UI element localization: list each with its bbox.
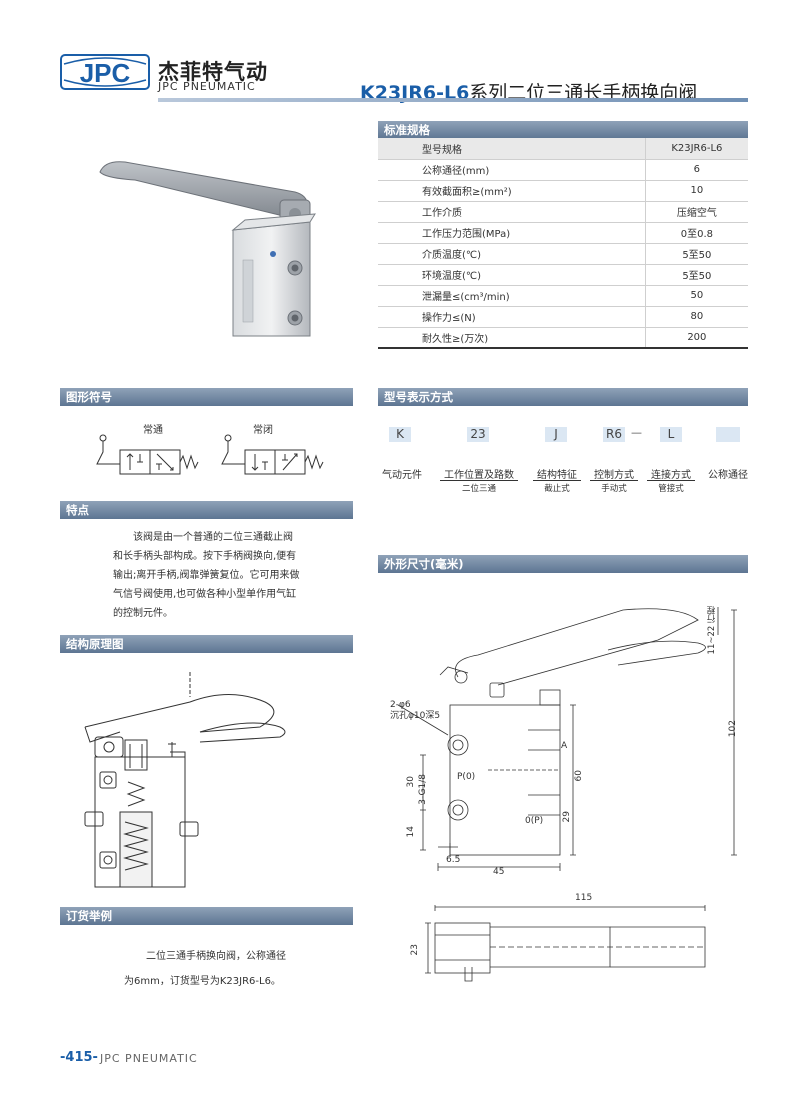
table-row: 工作压力范围(MPa)0至0.8 (378, 222, 748, 244)
section-model-code-header: 型号表示方式 (378, 388, 748, 406)
symbol-label-normally-open: 常通 (143, 425, 163, 436)
spec-value: 5至50 (644, 243, 748, 265)
code-23: 23 (467, 427, 489, 442)
table-row: 泄漏量≤(cm³/min)50 (378, 285, 748, 307)
order-text: 二位三通手柄换向阀，公称通径 为6mm，订货型号为K23JR6-L6。 (124, 944, 354, 994)
code-label-control: 控制方式 (594, 470, 634, 481)
dim-60: 60 (574, 770, 584, 782)
features-line: 的控制元件。 (113, 608, 173, 619)
spec-label: 耐久性≥(万次) (378, 327, 646, 349)
spec-table: 型号规格 K23JR6-L6 公称通径(mm)6 有效截面积≥(mm²)10 工… (378, 138, 748, 349)
code-label-structure: 结构特征 (537, 470, 577, 481)
footer-brand: JPC PNEUMATIC (100, 1052, 198, 1065)
features-line: 输出;离开手柄,阀靠弹簧复位。它可用来做 (113, 570, 300, 581)
spec-value: 50 (644, 285, 748, 307)
hole-spec: 2-φ6 沉孔φ10深5 (390, 700, 440, 722)
code-l: L (660, 427, 682, 442)
port-o-label: 0(P) (525, 816, 544, 826)
code-sub-control: 手动式 (590, 480, 638, 494)
page-number: -415- (60, 1050, 98, 1065)
spec-value: 0至0.8 (644, 222, 748, 244)
section-features-header: 特点 (60, 501, 353, 519)
table-header-cell: K23JR6-L6 (644, 138, 748, 160)
spec-label: 操作力≤(N) (378, 306, 646, 328)
code-label-position: 工作位置及路数 (444, 470, 514, 481)
spec-label: 工作介质 (378, 201, 646, 223)
code-k: K (389, 427, 411, 442)
spec-label: 介质温度(℃) (378, 243, 646, 265)
dim-14: 14 (406, 826, 416, 838)
dim-6-5: 6.5 (446, 855, 461, 865)
product-photo (95, 150, 330, 340)
dimension-drawing-top (420, 905, 720, 985)
brand-name-en: JPC PNEUMATIC (158, 80, 256, 93)
table-header-row: 型号规格 K23JR6-L6 (378, 138, 748, 160)
spec-value: 10 (644, 180, 748, 202)
port-p-label: P(0) (457, 772, 476, 782)
code-label-bore: 公称通径 (708, 470, 748, 481)
code-label-pneumatic: 气动元件 (382, 470, 422, 481)
order-line: 二位三通手柄换向阀，公称通径 (146, 951, 286, 962)
features-line: 该阀是由一个普通的二位三通截止阀 (133, 532, 293, 543)
dim-travel: 11~22 行程 (706, 606, 718, 654)
dim-115: 115 (575, 893, 593, 903)
code-sub-structure: 截止式 (533, 480, 581, 494)
code-bore (716, 427, 740, 442)
dim-travel-label: 行程 (707, 606, 717, 623)
code-dash: — (631, 426, 642, 439)
dim-30: 30 (406, 776, 416, 788)
spec-value: 压缩空气 (644, 201, 748, 223)
spec-value: 200 (644, 327, 748, 349)
dim-29: 29 (562, 811, 572, 823)
spec-label: 环境温度(℃) (378, 264, 646, 286)
port-a-label: A (561, 741, 568, 751)
table-header-cell: 型号规格 (378, 138, 646, 160)
code-r6: R6 (603, 427, 625, 442)
hole-spec-1: 2-φ6 (390, 700, 411, 710)
table-row: 工作介质压缩空气 (378, 201, 748, 223)
section-structure-header: 结构原理图 (60, 635, 353, 653)
logo-text: JPC (80, 58, 131, 88)
symbol-label-normally-closed: 常闭 (253, 425, 273, 436)
code-sub-connection: 管接式 (647, 480, 695, 494)
thread-label: 3-G1/8 (418, 774, 428, 805)
section-dimensions-header: 外形尺寸(毫米) (378, 555, 748, 573)
spec-label: 工作压力范围(MPa) (378, 222, 646, 244)
spec-value: 5至50 (644, 264, 748, 286)
features-line: 气信号阀使用,也可做各种小型单作用气缸 (113, 589, 297, 600)
order-line: 为6mm，订货型号为K23JR6-L6。 (124, 976, 281, 987)
valve-symbol-diagram (95, 432, 345, 482)
code-sub-position: 二位三通 (440, 480, 518, 494)
table-row: 耐久性≥(万次)200 (378, 327, 748, 349)
dim-travel-value: 11~22 (707, 625, 717, 655)
spec-value: 6 (644, 159, 748, 181)
table-row: 有效截面积≥(mm²)10 (378, 180, 748, 202)
brand-name-cn: 杰菲特气动 (158, 60, 268, 84)
table-row: 公称通径(mm)6 (378, 159, 748, 181)
section-spec-header: 标准规格 (378, 121, 748, 139)
code-label-connection: 连接方式 (651, 470, 691, 481)
spec-label: 有效截面积≥(mm²) (378, 180, 646, 202)
table-row: 操作力≤(N)80 (378, 306, 748, 328)
dimension-drawing-front (378, 595, 748, 895)
dim-23: 23 (410, 944, 420, 956)
section-symbol-header: 图形符号 (60, 388, 353, 406)
features-line: 和长手柄头部构成。按下手柄阀换向,便有 (113, 551, 297, 562)
dim-102: 102 (728, 720, 738, 738)
jpc-logo: JPC (60, 54, 150, 90)
section-order-header: 订货举例 (60, 907, 353, 925)
hole-spec-2: 沉孔φ10深5 (390, 711, 441, 721)
spec-label: 泄漏量≤(cm³/min) (378, 285, 646, 307)
header-rule (158, 98, 748, 102)
structure-diagram (80, 672, 330, 897)
features-text: 该阀是由一个普通的二位三通截止阀 和长手柄头部构成。按下手柄阀换向,便有 输出;… (113, 528, 343, 623)
code-j: J (545, 427, 567, 442)
spec-label: 公称通径(mm) (378, 159, 646, 181)
dim-45: 45 (493, 867, 505, 877)
spec-value: 80 (644, 306, 748, 328)
table-row: 介质温度(℃)5至50 (378, 243, 748, 265)
table-row: 环境温度(℃)5至50 (378, 264, 748, 286)
